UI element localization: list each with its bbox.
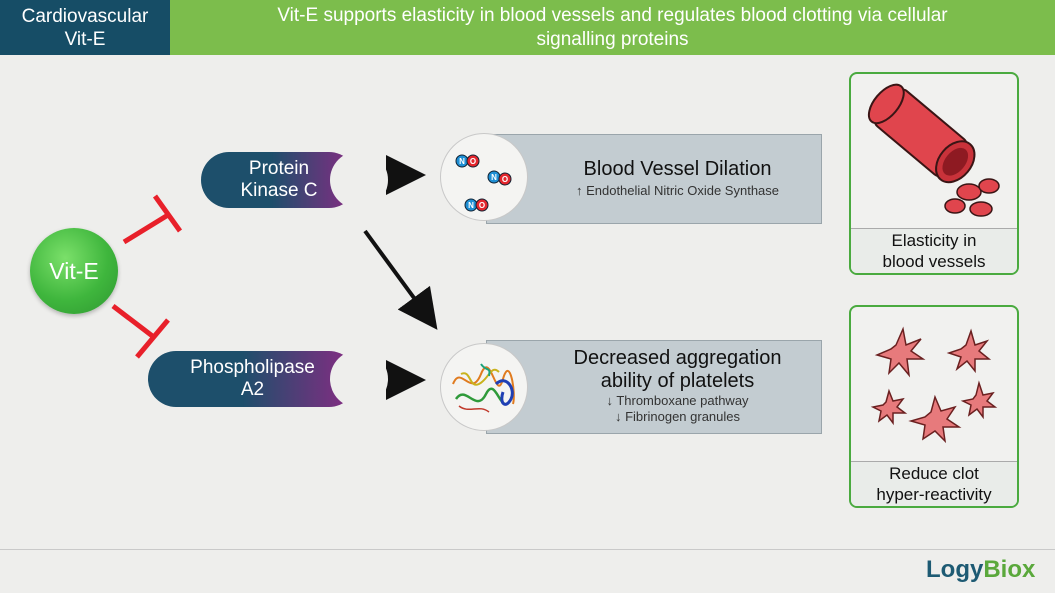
blood-vessel-icon	[867, 83, 1000, 217]
dilation-text: Blood Vessel Dilation ↑ Endothelial Nitr…	[540, 150, 815, 206]
platelet-card: Reduce clot hyper-reactivity	[849, 305, 1019, 508]
platelet-title-line1: Decreased aggregation	[573, 347, 782, 369]
footer-divider	[0, 549, 1055, 550]
phospholipase-a2-pill: Phospholipase A2	[148, 351, 357, 407]
atom-o-2: O	[502, 175, 508, 184]
protein-structure-icon	[452, 363, 515, 413]
logo-part1: Logy	[926, 556, 984, 583]
atom-n-3: N	[468, 201, 474, 210]
header-category-line2: Vit-E	[64, 28, 106, 50]
platelet-sub1: ↓ Thromboxane pathway	[606, 393, 749, 408]
vit-e-node: Vit-E	[30, 228, 118, 314]
pla2-line2: A2	[240, 379, 265, 400]
platelet-caption-line1: Reduce clot	[889, 464, 979, 483]
pkc-notch	[330, 151, 388, 209]
inhibit-bar-pkc	[152, 194, 183, 233]
blood-vessel-caption-line2: blood vessels	[882, 252, 986, 271]
pkc-line2: Kinase C	[240, 180, 318, 201]
platelet-sub2: ↓ Fibrinogen granules	[614, 409, 741, 424]
inhibit-line-pkc	[122, 212, 170, 245]
dilation-sub: ↑ Endothelial Nitric Oxide Synthase	[575, 183, 780, 198]
atom-o-3: O	[479, 201, 485, 210]
atom-o-1: O	[470, 157, 476, 166]
blood-vessel-caption: Elasticity in blood vessels	[851, 228, 1017, 273]
header-category-line1: Cardiovascular	[21, 5, 149, 27]
pla2-line1: Phospholipase	[190, 357, 315, 378]
platelet-text: Decreased aggregation ability of platele…	[540, 346, 815, 426]
dilation-box	[486, 134, 822, 224]
inhibit-line-pla2	[111, 304, 157, 340]
atom-n-1: N	[459, 157, 465, 166]
header-title: Vit-E supports elasticity in blood vesse…	[170, 0, 1055, 55]
dilation-title: Blood Vessel Dilation	[583, 158, 772, 180]
platelet-caption-line2: hyper-reactivity	[876, 485, 992, 504]
header-category: Cardiovascular Vit-E	[0, 0, 170, 55]
arrow-pkc-to-platelets	[363, 229, 438, 330]
inhibit-bar-pla2	[135, 318, 170, 359]
platelet-caption: Reduce clot hyper-reactivity	[851, 461, 1017, 506]
logo-part2: Biox	[983, 556, 1036, 583]
logybiox-logo: LogyBiox	[926, 556, 1035, 584]
blood-vessel-card: Elasticity in blood vessels	[849, 72, 1019, 275]
blood-vessel-caption-line1: Elasticity in	[891, 231, 977, 250]
protein-structure-circle	[440, 343, 528, 431]
header-title-line2: signalling proteins	[536, 28, 689, 50]
no-molecule-circle: N O N O N O	[440, 133, 528, 221]
header-title-line1: Vit-E supports elasticity in blood vesse…	[277, 4, 948, 26]
pla2-notch	[330, 350, 388, 408]
protein-kinase-c-pill: Protein Kinase C	[201, 152, 357, 208]
atom-n-2: N	[491, 173, 497, 182]
nitric-oxide-icon: N O N O N O	[455, 154, 512, 212]
platelet-title-line2: ability of platelets	[600, 370, 755, 392]
vit-e-label: Vit-E	[49, 257, 99, 284]
platelet-icon	[870, 326, 998, 444]
platelet-box	[486, 340, 822, 434]
pkc-line1: Protein	[248, 158, 310, 179]
